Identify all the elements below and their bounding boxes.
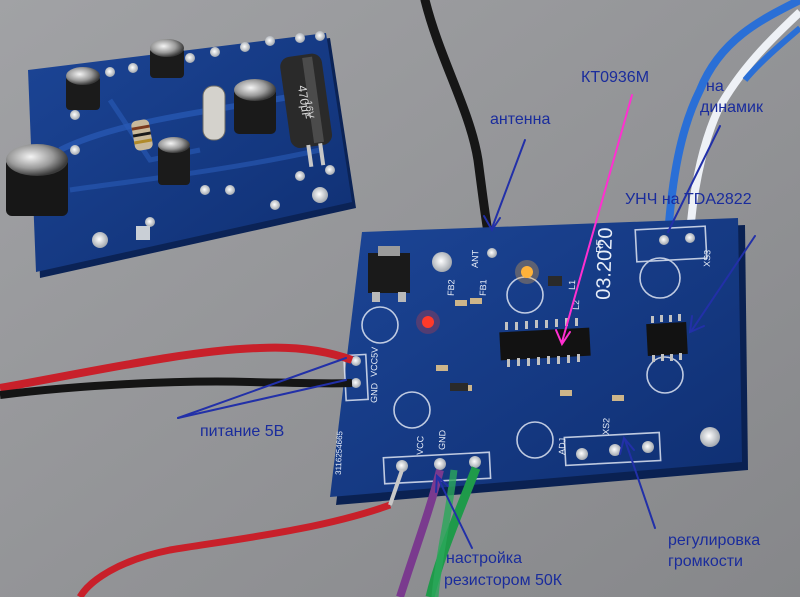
capacitor-value-text: 470μF [295,84,314,120]
speaker-wire-white [686,9,800,237]
label-volume-line2: громкости [668,553,743,570]
silk-vcc: VCC5V [369,347,380,377]
arrow-tuning [437,477,473,549]
label-volume: регулировка громкости [668,530,760,572]
medium-capacitor [234,79,276,134]
label-speaker: на динамик [700,76,763,118]
label-tuning: настройка резистором 50К [444,548,562,592]
silk-side-text: 3116254665 [334,430,345,475]
arrow-volume [624,439,656,529]
silk-ant: ANT [470,249,481,268]
silk-rf: RF [595,239,606,253]
left-pcb-board: 470μF 16V [6,31,356,278]
label-amplifier-text: УНЧ на TDA2822 [625,191,752,208]
label-volume-line1: регулировка [668,532,761,549]
label-power-text: питание 5В [200,423,285,440]
voltage-regulator [368,246,410,302]
arrow-amplifier [691,235,756,331]
label-antenna-text: антенна [490,111,551,128]
silk-xs2: XS2 [601,418,612,435]
arrow-chip [561,94,633,343]
label-antenna: антенна [490,110,550,130]
led-red [422,316,434,328]
arrow-speaker [667,125,721,233]
silk-l2: L2 [571,300,581,310]
label-speaker-line1: на [706,78,724,95]
label-tuning-line2: резистором 50К [444,572,563,589]
arrow-power-1 [177,357,347,419]
bottom-wire-red [76,501,392,597]
label-speaker-line2: динамик [700,99,763,116]
label-tuning-line1: настройка [446,550,523,567]
silk-fb2: FB2 [446,279,457,296]
silk-fb1: FB1 [478,279,489,296]
label-chip: КТ0936М [581,68,649,88]
arrow-power-2 [177,379,347,419]
bottom-wire-green-2 [431,469,458,597]
silk-vcc2: VCC [415,435,426,455]
power-wire-red [0,343,354,392]
main-pcb-board: 03.2020 RF ANT FB1 FB2 L1 L2 VCC5V GND V… [330,218,748,505]
label-amplifier: УНЧ на TDA2822 [625,190,752,210]
silk-adj: ADJ [557,438,568,455]
silk-gnd: GND [369,382,380,403]
arrow-antenna [491,139,526,229]
small-capacitor-3 [158,137,190,185]
label-chip-text: КТ0936М [581,69,650,86]
led-orange [521,266,533,278]
label-power: питание 5В [200,422,284,442]
power-wire-black [0,377,353,399]
capacitor-voltage-text: 16V [302,100,315,119]
antenna-wire [420,0,493,237]
small-capacitor-2 [150,39,184,78]
tda2822-chip [646,314,688,362]
big-470uf-capacitor: 470μF 16V [280,53,333,168]
silk-l1: L1 [567,280,577,290]
silk-xs3: XS3 [702,250,713,267]
big-left-capacitor [6,144,68,216]
board-id-text: 03.2020 [593,227,618,300]
speaker-wire-blue [664,0,800,237]
small-capacitor-1 [66,67,100,110]
silk-gnd2: GND [437,429,448,450]
